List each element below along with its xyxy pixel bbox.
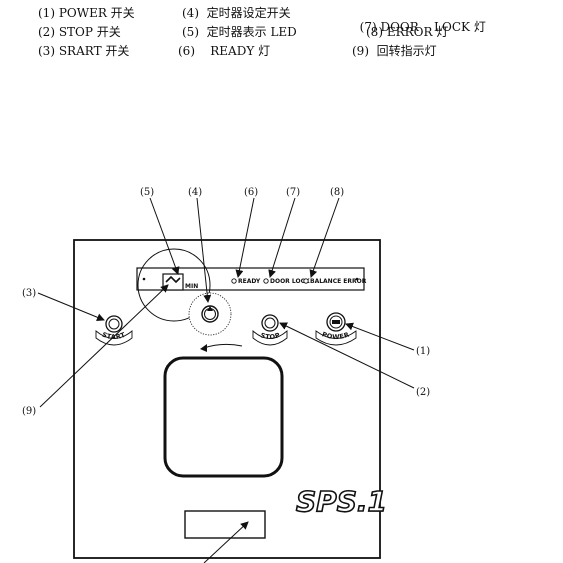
stop-label: STOP — [259, 331, 281, 341]
legend-item-8: (8) ERROR 灯 — [366, 25, 449, 39]
power-label: POWER — [321, 330, 351, 341]
start-button[interactable] — [105, 315, 123, 333]
timer-knob[interactable] — [188, 292, 232, 336]
legend-item-1: (1) POWER 开关 — [38, 6, 135, 20]
balance-error-lamp — [303, 278, 309, 284]
callout-8-label: (8) — [330, 187, 344, 198]
start-label: START — [101, 331, 127, 342]
leader-2 — [279, 322, 415, 389]
callout-4-label: (4) — [188, 187, 202, 198]
strip-screw-right — [355, 277, 359, 281]
door-window — [163, 356, 284, 478]
door-handle — [184, 510, 266, 539]
leader-9 — [39, 284, 169, 408]
callout-9-label: (9) — [22, 406, 36, 417]
power-label-plate — [315, 330, 357, 346]
leader-handle — [203, 521, 249, 563]
door-lock-lamp — [263, 278, 269, 284]
sps1-logo: SPS.1 — [296, 485, 387, 518]
rotation-indicator-icon — [165, 275, 181, 284]
legend-item-6: (6) READY 灯 — [178, 44, 271, 58]
callout-1-label: (1) — [416, 346, 430, 357]
balance-error-label: BALANCE ERROR — [310, 278, 367, 285]
callout-3-label: (3) — [22, 288, 36, 299]
legend-item-5: (5) 定时器表示 LED — [182, 25, 297, 39]
leader-3 — [37, 292, 105, 322]
stop-label-plate — [252, 330, 288, 346]
leader-4 — [196, 197, 212, 303]
leader-6 — [235, 197, 255, 278]
leader-1 — [345, 322, 415, 351]
rotation-direction-arc — [203, 343, 243, 349]
indicator-strip — [136, 267, 365, 291]
legend-item-4: (4) 定时器设定开关 — [182, 6, 291, 20]
legend-item-7: (7) DOOR LOCK 灯 — [359, 20, 486, 34]
legend-item-2: (2) STOP 开关 — [38, 25, 121, 39]
power-switch[interactable] — [326, 312, 346, 332]
rotation-direction-arrowhead — [200, 344, 207, 352]
legend-item-9: (9) 回转指示灯 — [352, 44, 437, 58]
leader-7 — [268, 197, 296, 278]
callout-5-label: (5) — [140, 187, 154, 198]
strip-screw-left — [142, 277, 146, 281]
stop-button[interactable] — [261, 314, 279, 332]
leader-5 — [149, 197, 180, 275]
leader-8 — [309, 197, 340, 278]
callout-2-label: (2) — [416, 387, 430, 398]
callout-7-label: (7) — [286, 187, 300, 198]
timer-dial-outline — [137, 248, 211, 322]
min-label: MIN — [185, 283, 198, 290]
start-label-plate — [95, 330, 133, 346]
callout-6-label: (6) — [244, 187, 258, 198]
ready-label: READY — [238, 278, 261, 285]
legend-item-3: (3) SRART 开关 — [38, 44, 130, 58]
ready-lamp — [231, 278, 237, 284]
door-lock-label: DOOR LOCK — [270, 278, 310, 285]
